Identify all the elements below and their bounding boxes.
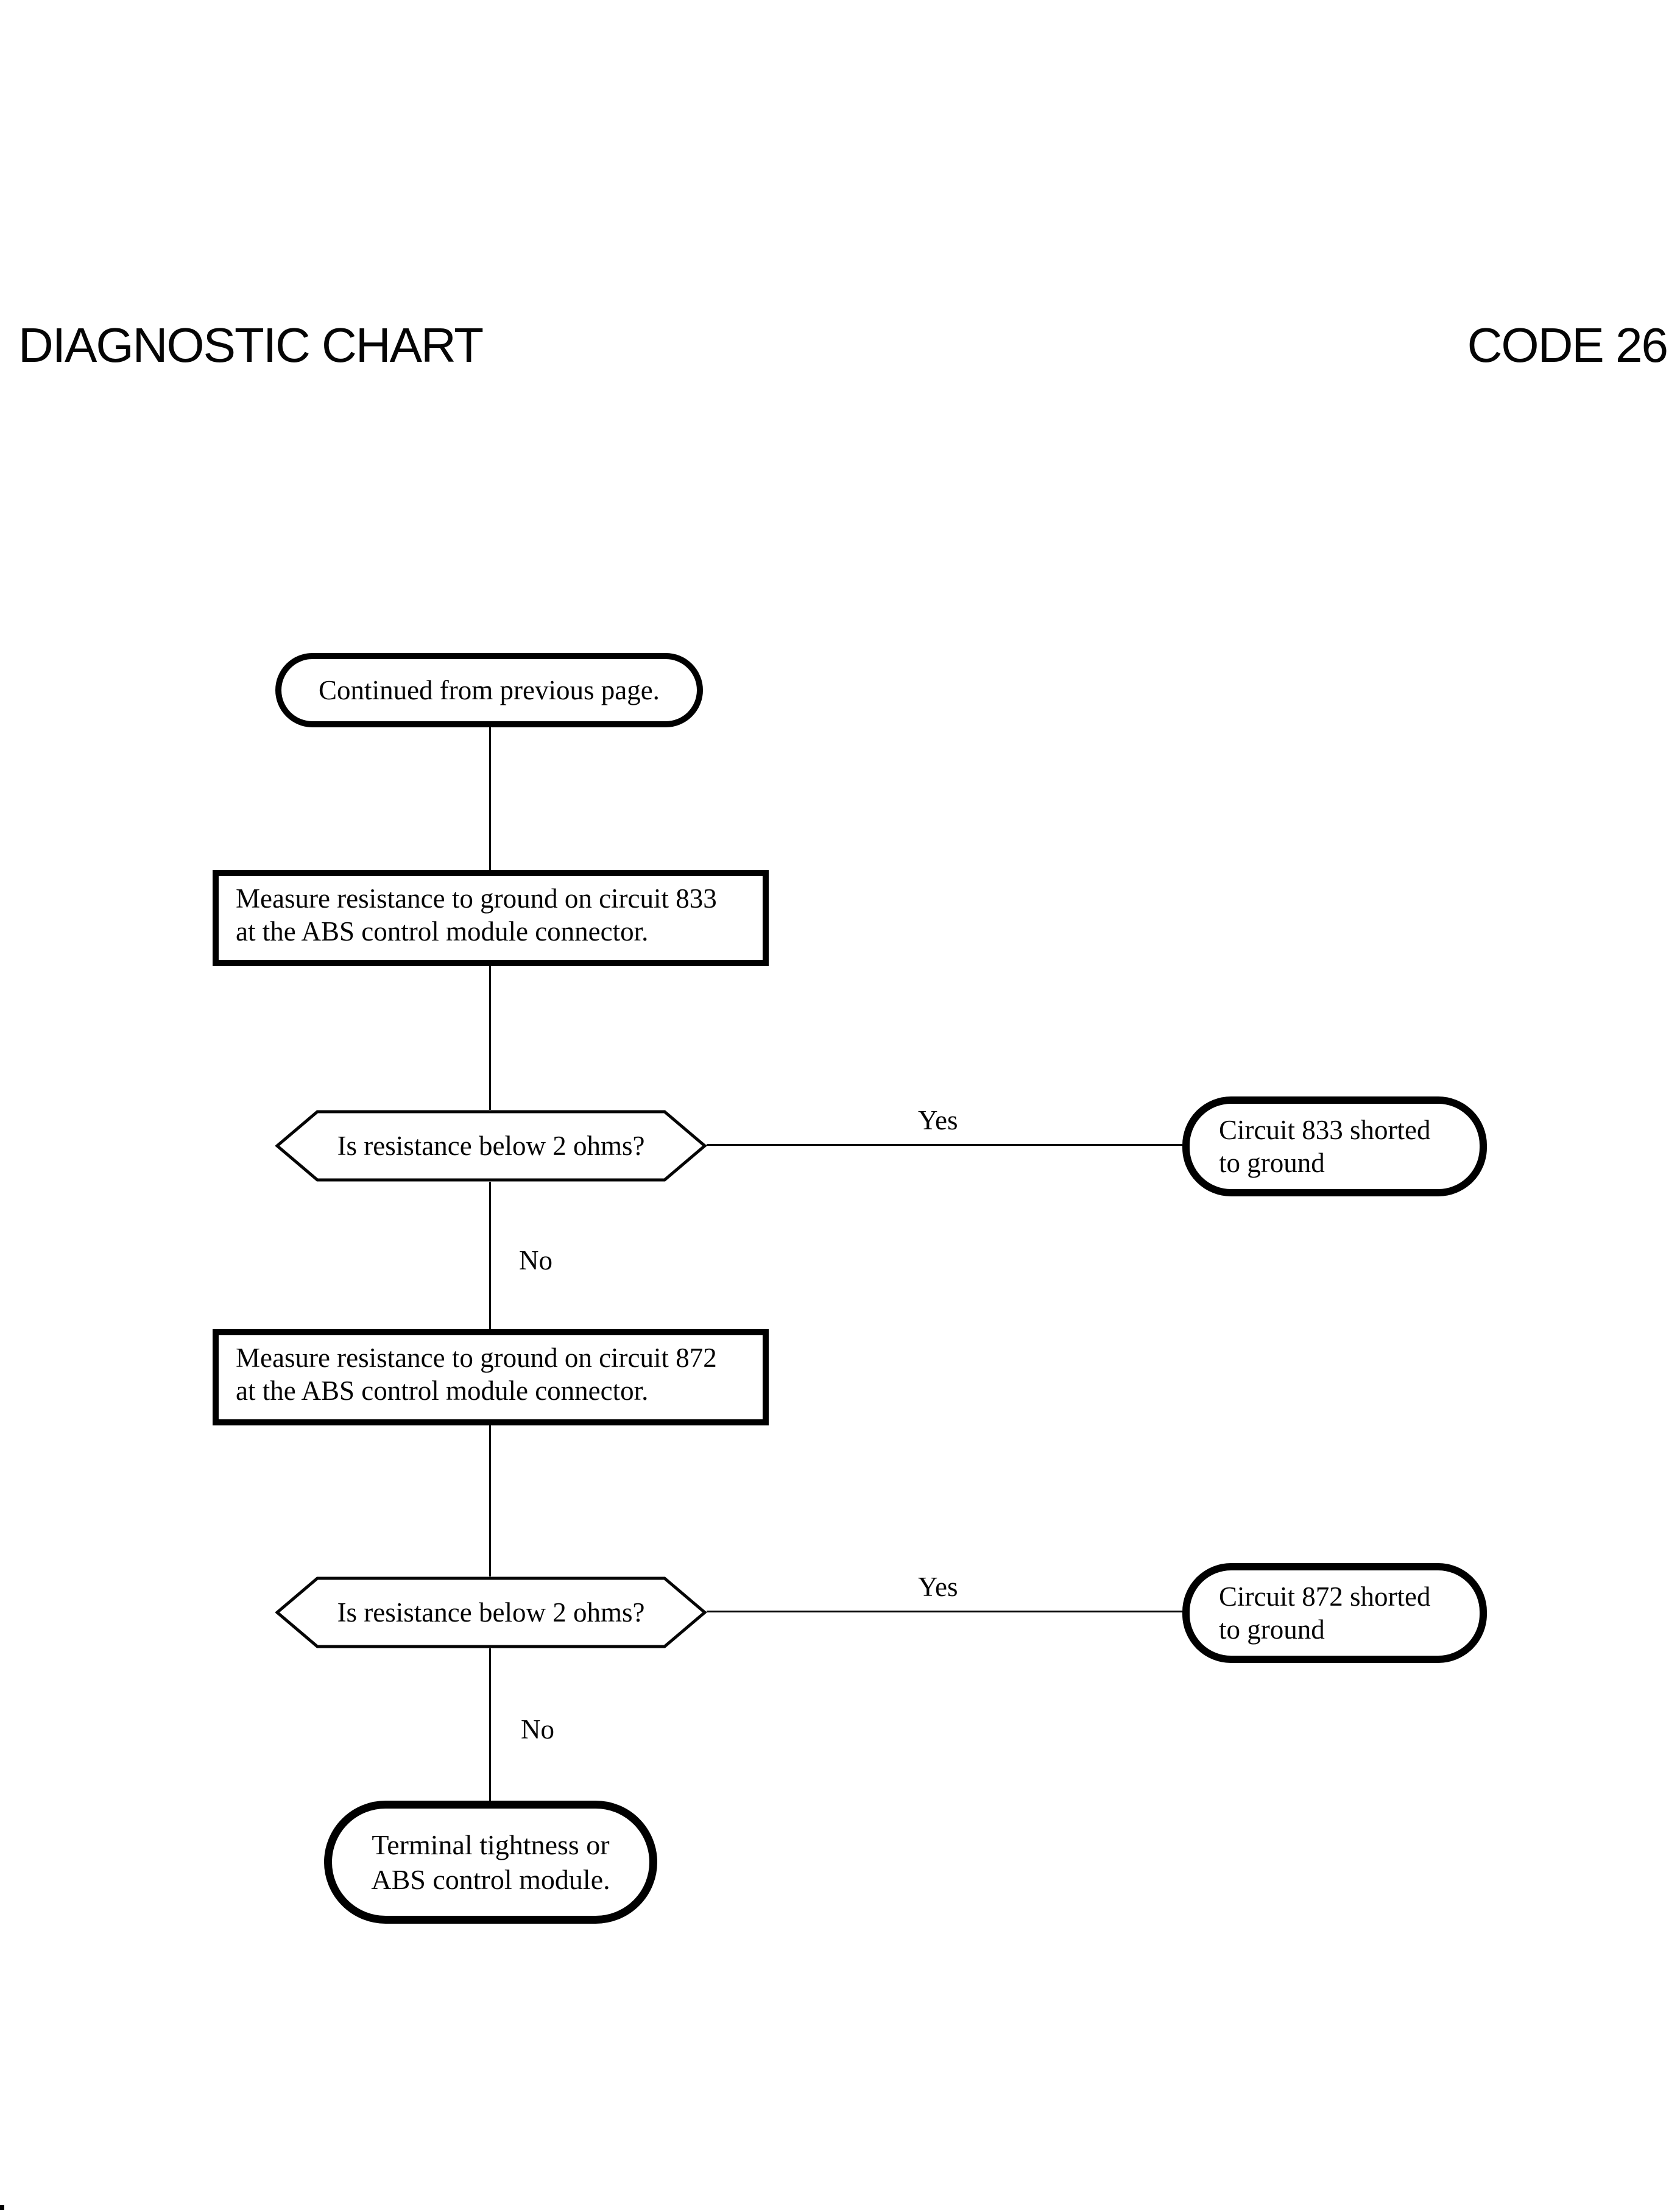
- connector-process2-to-decision2: [489, 1425, 491, 1576]
- process-box-2-line2: at the ABS control module connector.: [236, 1375, 649, 1406]
- decision-hexagon-2: Is resistance below 2 ohms?: [275, 1576, 707, 1648]
- decision-hexagon-shape: [275, 1576, 707, 1648]
- connector-decision2-yes: [707, 1611, 1182, 1612]
- page-title: DIAGNOSTIC CHART: [18, 318, 484, 372]
- result-terminator-1: Circuit 833 shorted to ground: [1182, 1096, 1487, 1196]
- yes-label-2: Yes: [918, 1572, 958, 1602]
- connector-decision1-no: [489, 1182, 491, 1329]
- decision-hexagon-shape: [275, 1110, 707, 1182]
- start-terminator-label: Continued from previous page.: [319, 675, 660, 705]
- result-1-line2: to ground: [1219, 1148, 1325, 1178]
- result-terminator-2: Circuit 872 shorted to ground: [1182, 1563, 1487, 1663]
- connector-process1-to-decision1: [489, 966, 491, 1110]
- decision-2-question: Is resistance below 2 ohms?: [337, 1597, 645, 1628]
- result-2-line2: to ground: [1219, 1614, 1325, 1645]
- end-terminator-line1: Terminal tightness or: [372, 1829, 610, 1860]
- yes-label-1: Yes: [918, 1105, 958, 1135]
- decision-1-question: Is resistance below 2 ohms?: [337, 1131, 645, 1161]
- process-box-1-line1: Measure resistance to ground on circuit …: [236, 883, 717, 914]
- no-label-1: No: [519, 1245, 552, 1276]
- end-terminator-line2: ABS control module.: [371, 1864, 610, 1895]
- result-1-line1: Circuit 833 shorted: [1219, 1115, 1431, 1145]
- decision-hexagon-1: Is resistance below 2 ohms?: [275, 1110, 707, 1182]
- no-label-2: No: [521, 1714, 554, 1745]
- process-box-1-line2: at the ABS control module connector.: [236, 916, 649, 947]
- process-box-2-line1: Measure resistance to ground on circuit …: [236, 1343, 717, 1373]
- end-terminator: Terminal tightness or ABS control module…: [324, 1801, 657, 1924]
- connector-decision1-yes: [707, 1144, 1182, 1146]
- result-2-line1: Circuit 872 shorted: [1219, 1581, 1431, 1612]
- connector-decision2-no: [489, 1648, 491, 1801]
- page-code: CODE 26: [1467, 318, 1668, 372]
- process-box-2: Measure resistance to ground on circuit …: [213, 1329, 769, 1425]
- start-terminator: Continued from previous page.: [275, 653, 703, 727]
- process-box-1: Measure resistance to ground on circuit …: [213, 870, 769, 966]
- scan-artifact-speck: [0, 2205, 4, 2210]
- connector-start-to-process1: [489, 727, 491, 870]
